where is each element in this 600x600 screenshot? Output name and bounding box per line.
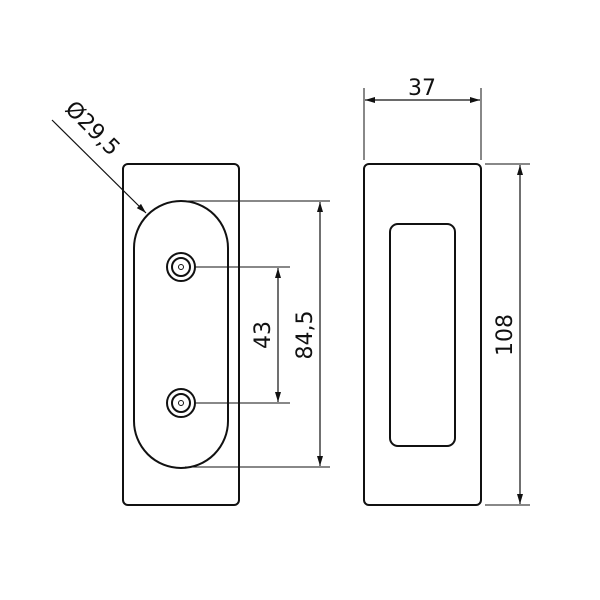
extension-lines: [185, 200, 330, 468]
label-diameter: Ø29,5: [60, 97, 125, 162]
leader-diameter: [51, 119, 147, 214]
oval-recess: [133, 200, 229, 469]
label-84-5: 84,5: [293, 311, 318, 360]
screw-bottom: [166, 388, 196, 418]
screw-top: [166, 252, 196, 282]
front-plate: [122, 163, 240, 506]
side-plate: [363, 163, 482, 506]
side-view: [363, 88, 530, 506]
label-37: 37: [408, 76, 436, 101]
label-43: 43: [251, 321, 276, 349]
front-view: [51, 119, 330, 506]
inner-pocket: [389, 223, 456, 447]
extension-lines-side: [363, 88, 530, 506]
label-108: 108: [493, 314, 518, 356]
